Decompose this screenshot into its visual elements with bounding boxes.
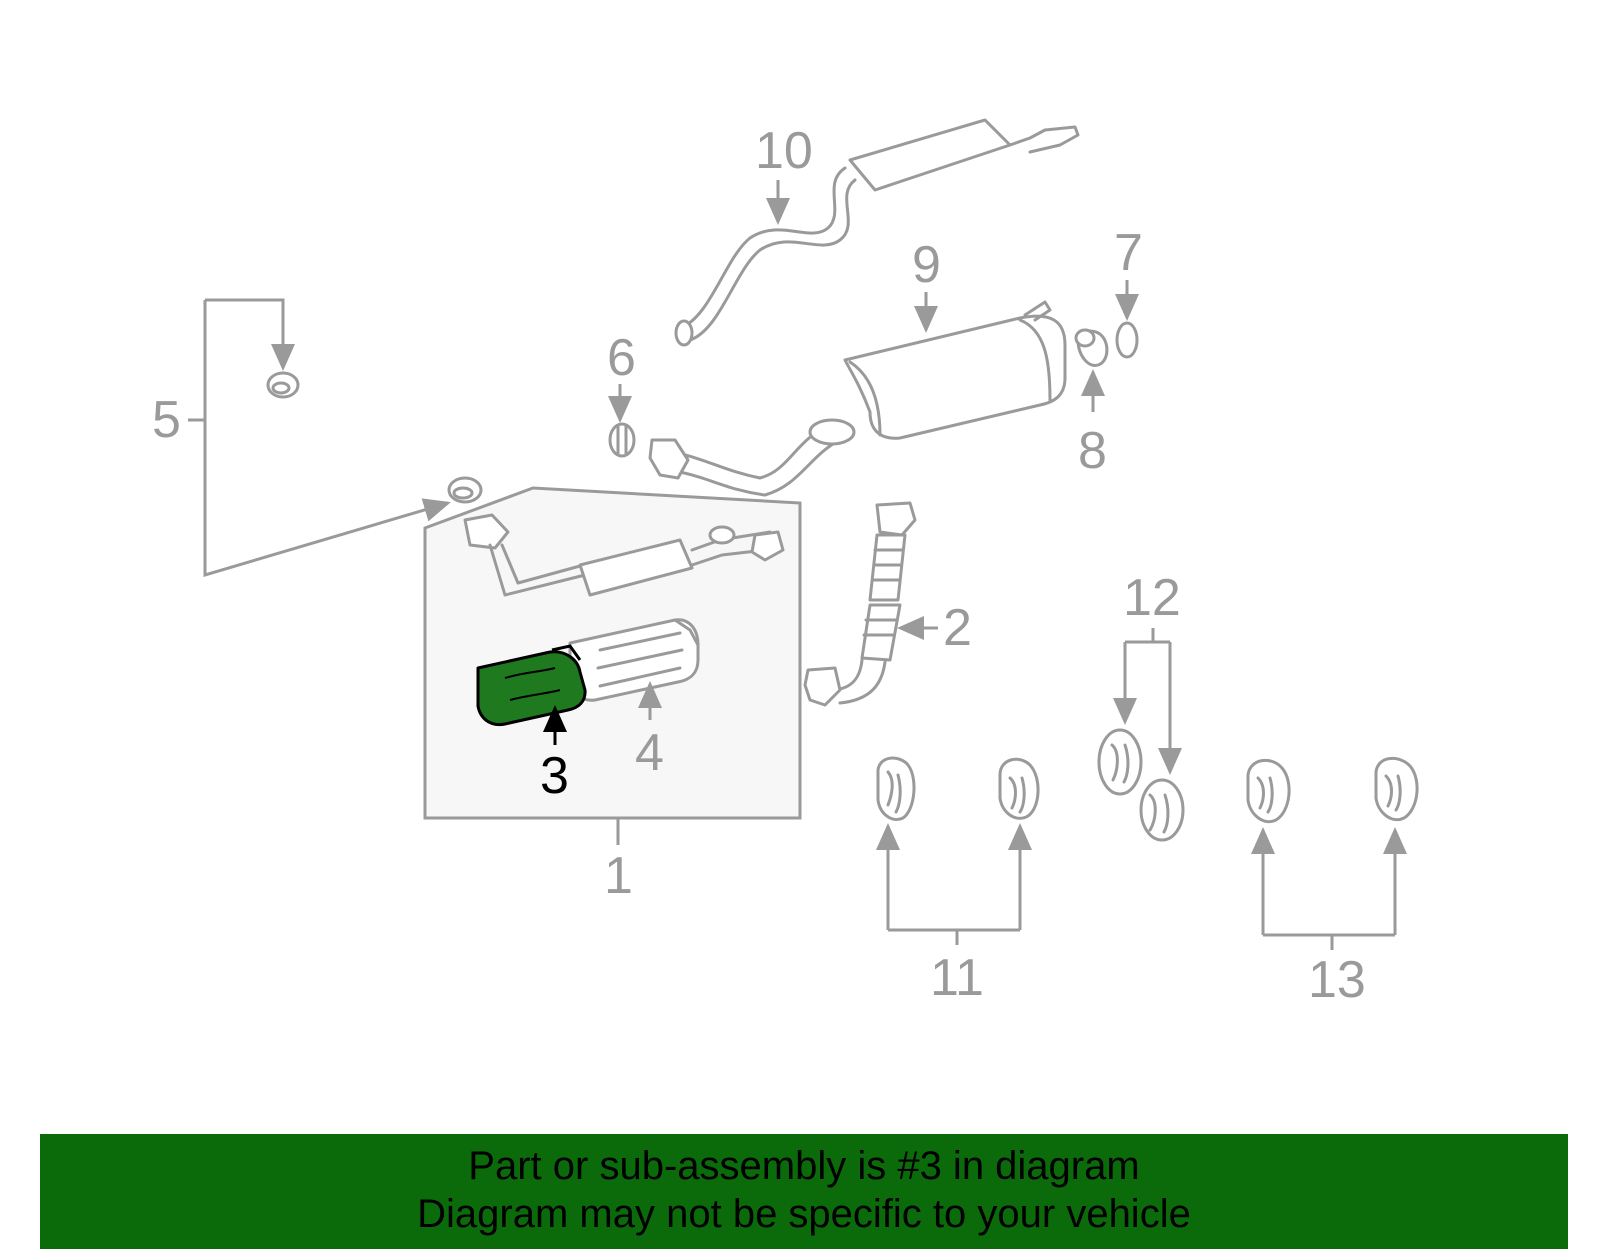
callout-3: 3	[540, 747, 569, 805]
callout-1: 1	[604, 847, 633, 905]
diagram-notice-banner: Part or sub-assembly is #3 in diagram Di…	[40, 1134, 1568, 1249]
part-2-converter-pipe[interactable]	[803, 501, 917, 707]
callout-6: 6	[607, 329, 636, 387]
callout-7: 7	[1114, 224, 1143, 282]
part-13-hanger-right[interactable]	[1374, 757, 1419, 822]
callout-8: 8	[1078, 422, 1107, 480]
callout-11: 11	[930, 949, 984, 1007]
part-1-front-pipe[interactable]	[463, 513, 785, 597]
part-5-grommet-upper[interactable]	[266, 371, 300, 399]
part-5-grommet-lower[interactable]	[447, 476, 483, 504]
banner-line-part-number: Part or sub-assembly is #3 in diagram	[468, 1144, 1140, 1188]
callout-9: 9	[912, 236, 941, 294]
callout-4: 4	[635, 724, 664, 782]
part-11-hanger-right[interactable]	[998, 757, 1040, 820]
callout-13: 13	[1308, 951, 1366, 1009]
callout-12: 12	[1123, 569, 1181, 627]
leader-12	[1125, 628, 1170, 644]
callout-10: 10	[755, 122, 813, 180]
part-12-hanger-lower[interactable]	[1139, 778, 1185, 842]
part-6-gasket[interactable]	[608, 422, 636, 458]
callout-5: 5	[152, 391, 181, 449]
part-8-clamp[interactable]	[1074, 328, 1109, 367]
part-9-muffler[interactable]	[648, 300, 1067, 497]
leader-5	[188, 300, 448, 578]
leader-11	[888, 928, 1020, 945]
leader-13	[1263, 933, 1395, 950]
part-13-hanger-left[interactable]	[1246, 758, 1291, 824]
part-12-hanger-upper[interactable]	[1097, 728, 1143, 796]
part-7-gasket[interactable]	[1115, 321, 1139, 359]
part-10-tailpipe[interactable]	[674, 118, 1080, 347]
banner-line-disclaimer: Diagram may not be specific to your vehi…	[417, 1192, 1191, 1236]
callout-2: 2	[943, 599, 972, 657]
part-4-converter[interactable]	[568, 618, 700, 702]
leader-5-upper	[205, 298, 295, 371]
part-11-hanger-left[interactable]	[876, 756, 916, 821]
